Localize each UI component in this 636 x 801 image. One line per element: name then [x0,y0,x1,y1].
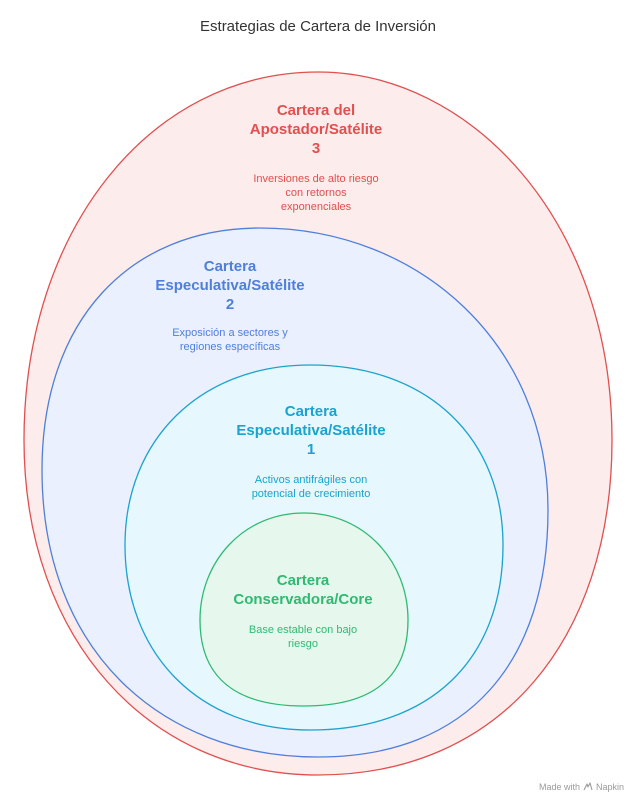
level-3-heading-line: Cartera del [276,102,356,119]
level-0-heading: Cartera Conservadora/Core [221,571,385,609]
level-1-heading-line: Especulativa/Satélite [236,422,386,439]
level-2-block: Cartera Especulativa/Satélite 2 Exposici… [135,257,325,354]
level-0-description: Base estable con bajo riesgo [221,623,385,651]
level-3-heading-line: Apostador/Satélite [249,121,383,138]
level-0-heading-line: Conservadora/Core [233,591,373,608]
level-2-heading-line: 2 [225,296,235,313]
diagram-title: Estrategias de Cartera de Inversión [200,18,436,35]
level-2-desc-line: Exposición a sectores y [172,327,288,339]
made-with-footer: Made with Napkin [539,782,624,792]
level-0-desc-line: riesgo [288,638,318,650]
level-3-desc-line: con retornos [285,187,347,199]
level-1-heading-line: 1 [306,441,316,458]
level-1-block: Cartera Especulativa/Satélite 1 Activos … [215,402,407,501]
level-3-description: Inversiones de alto riesgo con retornos … [223,172,409,214]
level-1-heading: Cartera Especulativa/Satélite 1 [215,402,407,459]
level-0-circle [199,512,409,707]
level-2-heading-line: Cartera [203,258,257,275]
footer-brand: Napkin [595,782,624,792]
level-3-desc-line: Inversiones de alto riesgo [253,173,379,185]
level-1-desc-line: potencial de crecimiento [251,488,371,500]
level-2-description: Exposición a sectores y regiones específ… [135,326,325,354]
level-1-heading-line: Cartera [284,403,338,420]
level-2-heading: Cartera Especulativa/Satélite 2 [135,257,325,314]
level-3-heading-line: 3 [311,140,321,157]
level-1-description: Activos antifrágiles con potencial de cr… [215,473,407,501]
level-0-desc-line: Base estable con bajo [248,624,358,636]
level-3-desc-line: exponenciales [280,201,352,213]
level-2-heading-line: Especulativa/Satélite [155,277,305,294]
level-3-heading: Cartera del Apostador/Satélite 3 [223,101,409,158]
level-1-desc-line: Activos antifrágiles con [254,474,368,486]
level-3-block: Cartera del Apostador/Satélite 3 Inversi… [223,101,409,214]
level-2-desc-line: regiones específicas [179,341,281,353]
napkin-logo-icon [583,782,593,791]
level-0-block: Cartera Conservadora/Core Base estable c… [221,571,385,651]
footer-prefix: Made with [538,782,580,792]
level-0-heading-line: Cartera [276,572,330,589]
